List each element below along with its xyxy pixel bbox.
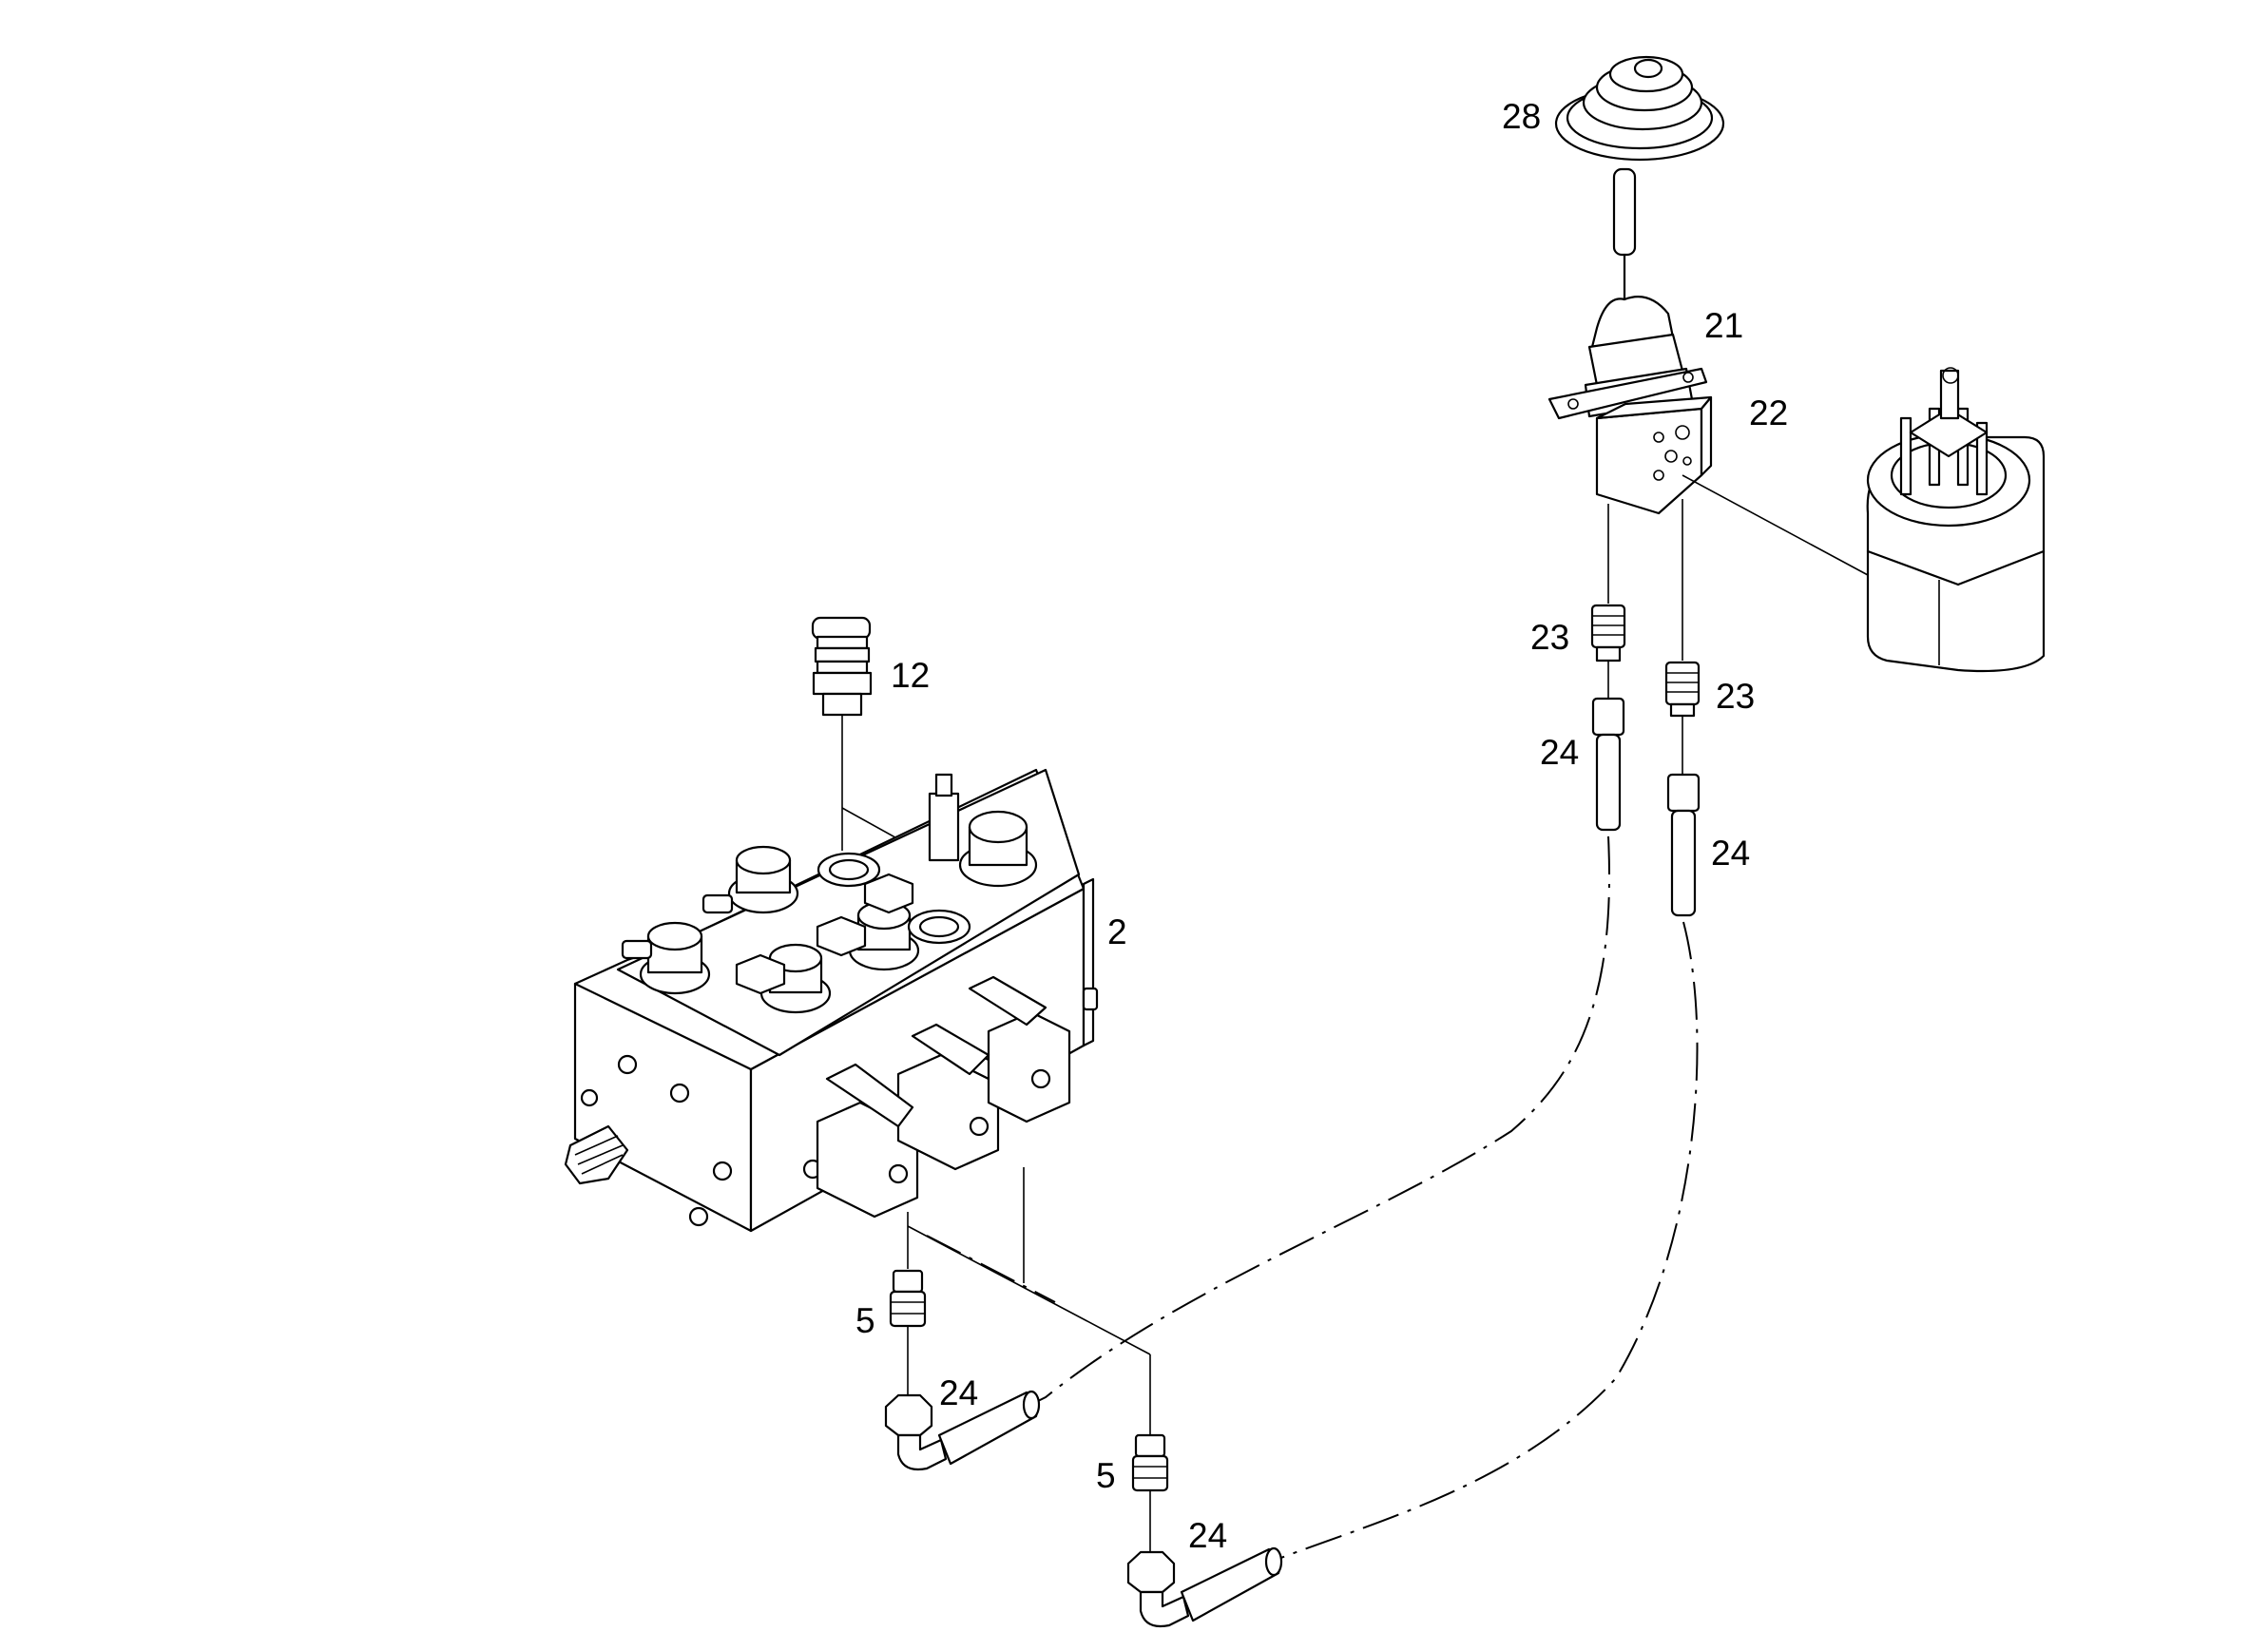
knurled-plug	[564, 1124, 629, 1185]
hose-route-left	[1035, 835, 1610, 1403]
fitting-5-lower	[1131, 1433, 1169, 1492]
label-item-23-left: 23	[1530, 618, 1569, 657]
hose-route-right	[1278, 921, 1699, 1560]
label-item-12: 12	[891, 656, 930, 695]
pump-motor	[1866, 367, 2046, 673]
fitting-23-left	[1590, 604, 1626, 662]
hose-24-upper-right	[1666, 773, 1701, 917]
plug-12	[811, 616, 873, 717]
valve-block-22	[1595, 395, 1713, 515]
joystick-21	[1547, 167, 1708, 420]
port-cap-5	[958, 810, 1038, 888]
port-cap-2	[727, 845, 799, 914]
label-item-2: 2	[1107, 912, 1127, 951]
valve-bank-2	[564, 768, 1099, 1233]
label-item-21: 21	[1704, 306, 1743, 345]
boot-28	[1554, 55, 1725, 162]
label-item-24-lower-upper: 24	[939, 1373, 978, 1412]
hose-24-elbow-upper	[884, 1390, 1041, 1471]
label-item-22: 22	[1749, 394, 1788, 432]
hose-24-upper-left	[1591, 697, 1625, 832]
label-item-24-lower: 24	[1188, 1516, 1227, 1555]
hose-24-elbow-lower	[1126, 1546, 1283, 1628]
label-item-23-right: 23	[1716, 677, 1755, 716]
label-item-28: 28	[1502, 97, 1541, 136]
hose-route-valve	[926, 1235, 1056, 1303]
leader-motor	[1682, 474, 1869, 576]
solenoid-block-3	[987, 1010, 1071, 1123]
fitting-5-upper	[889, 1269, 927, 1328]
label-item-5-upper: 5	[855, 1301, 875, 1340]
port-cap-1	[639, 921, 711, 995]
fitting-23-right	[1664, 661, 1701, 718]
label-item-24-upper-right: 24	[1711, 834, 1750, 873]
label-item-5-lower: 5	[1096, 1456, 1116, 1495]
label-item-24-upper-left: 24	[1540, 733, 1579, 772]
